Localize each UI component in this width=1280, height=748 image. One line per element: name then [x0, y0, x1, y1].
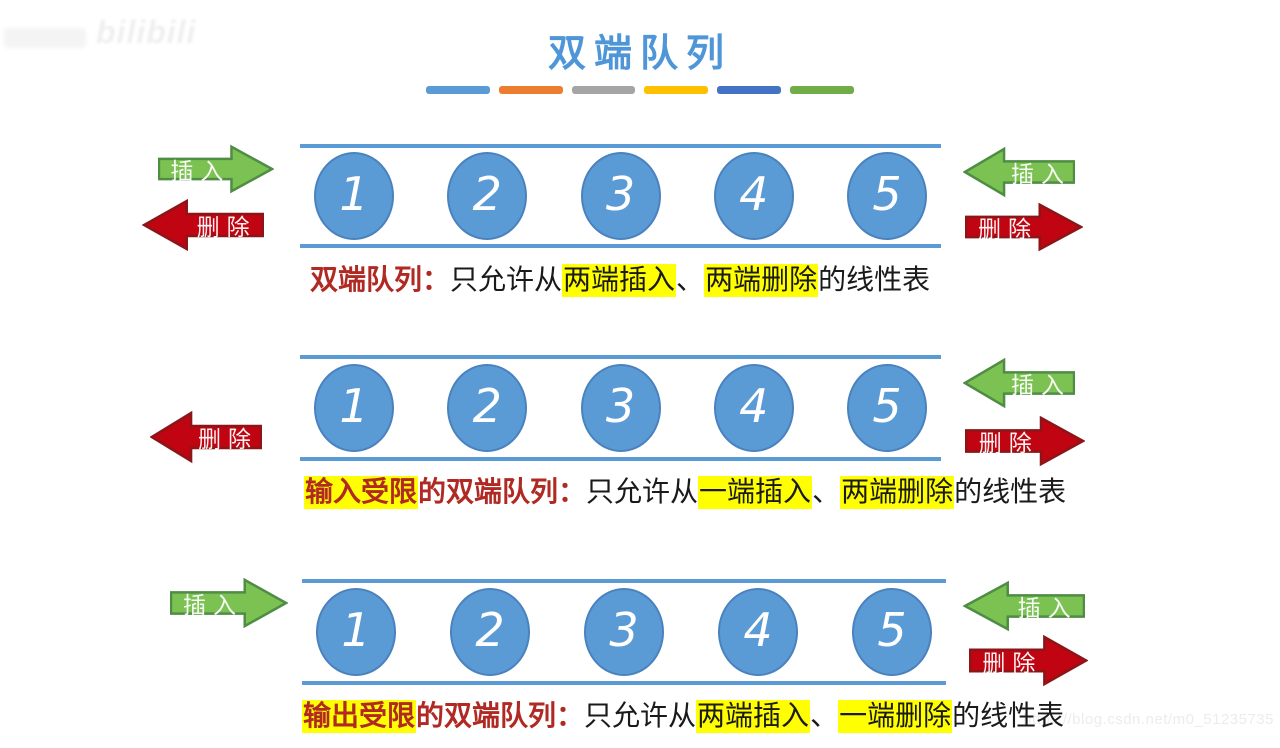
- queue-node: 1: [314, 364, 394, 452]
- right-arrow-icon: [965, 202, 1083, 252]
- left-arrow-icon: [142, 198, 264, 252]
- title-divider: [426, 86, 854, 94]
- delete-arrow-label: 删除: [982, 649, 1043, 676]
- left-arrow-icon: [963, 146, 1075, 198]
- queue-node: 1: [316, 588, 396, 676]
- delete-arrow: 删除: [965, 202, 1083, 252]
- queue-node: 5: [852, 588, 932, 676]
- divider-bar: [644, 86, 709, 94]
- queue-track-deque: 1 2 3 4 5: [300, 144, 941, 248]
- delete-arrow-label: 删除: [196, 214, 257, 240]
- insert-arrow: 插入: [963, 357, 1075, 409]
- divider-bar: [571, 86, 636, 94]
- page-title: 双端队列: [547, 33, 732, 75]
- queue-track-input-restricted: 1 2 3 4 5: [300, 355, 941, 461]
- delete-arrow-label: 删除: [978, 430, 1039, 456]
- insert-arrow-label: 插入: [1017, 595, 1078, 621]
- left-arrow-icon: [150, 410, 262, 464]
- insert-arrow: 插入: [158, 144, 274, 194]
- left-arrow-icon: [963, 357, 1075, 409]
- caption-input-restricted: 输入受限的双端队列：只允许从一端插入、两端删除的线性表: [304, 476, 1067, 509]
- divider-bar: [426, 86, 490, 94]
- queue-node: 3: [584, 588, 664, 676]
- insert-arrow: 插入: [963, 146, 1075, 198]
- csdn-url-watermark: https://blog.csdn.net/m0_51235735: [1023, 711, 1274, 728]
- insert-arrow-label: 插入: [1010, 372, 1071, 398]
- queue-node: 2: [447, 364, 528, 452]
- right-arrow-icon: [965, 415, 1085, 467]
- delete-arrow-label: 删除: [197, 426, 258, 452]
- right-arrow-icon: [158, 144, 274, 194]
- insert-arrow: 插入: [170, 577, 288, 629]
- left-arrow-icon: [963, 580, 1085, 632]
- queue-track-output-restricted: 1 2 3 4 5: [302, 579, 946, 685]
- queue-node: 2: [450, 588, 530, 676]
- right-arrow-icon: [170, 577, 288, 629]
- queue-node: 2: [447, 152, 528, 240]
- delete-arrow: 删除: [150, 410, 262, 464]
- bilibili-logo-watermark: bilibili: [96, 14, 197, 50]
- insert-arrow-label: 插入: [170, 158, 231, 184]
- divider-bar: [498, 86, 563, 94]
- queue-node: 4: [713, 152, 794, 240]
- queue-node: 3: [580, 152, 661, 240]
- delete-arrow: 删除: [142, 198, 264, 252]
- queue-node: 5: [847, 364, 927, 452]
- divider-bar: [790, 86, 854, 94]
- queue-node: 4: [718, 588, 798, 676]
- queue-node: 3: [580, 364, 661, 452]
- watermark-blur-shape: [4, 28, 86, 48]
- caption-output-restricted: 输出受限的双端队列：只允许从两端插入、一端删除的线性表: [302, 700, 1065, 733]
- insert-arrow-label: 插入: [1010, 161, 1071, 187]
- insert-arrow: 插入: [963, 580, 1085, 632]
- queue-node: 4: [713, 364, 794, 452]
- right-arrow-icon: [969, 634, 1088, 687]
- queue-node: 5: [847, 152, 927, 240]
- delete-arrow-label: 删除: [978, 216, 1039, 242]
- divider-bar: [717, 86, 782, 94]
- delete-arrow: 删除: [965, 415, 1085, 467]
- delete-arrow: 删除: [969, 634, 1088, 687]
- insert-arrow-label: 插入: [183, 592, 244, 618]
- caption-deque: 双端队列：只允许从两端插入、两端删除的线性表: [310, 264, 931, 297]
- queue-node: 1: [314, 152, 394, 240]
